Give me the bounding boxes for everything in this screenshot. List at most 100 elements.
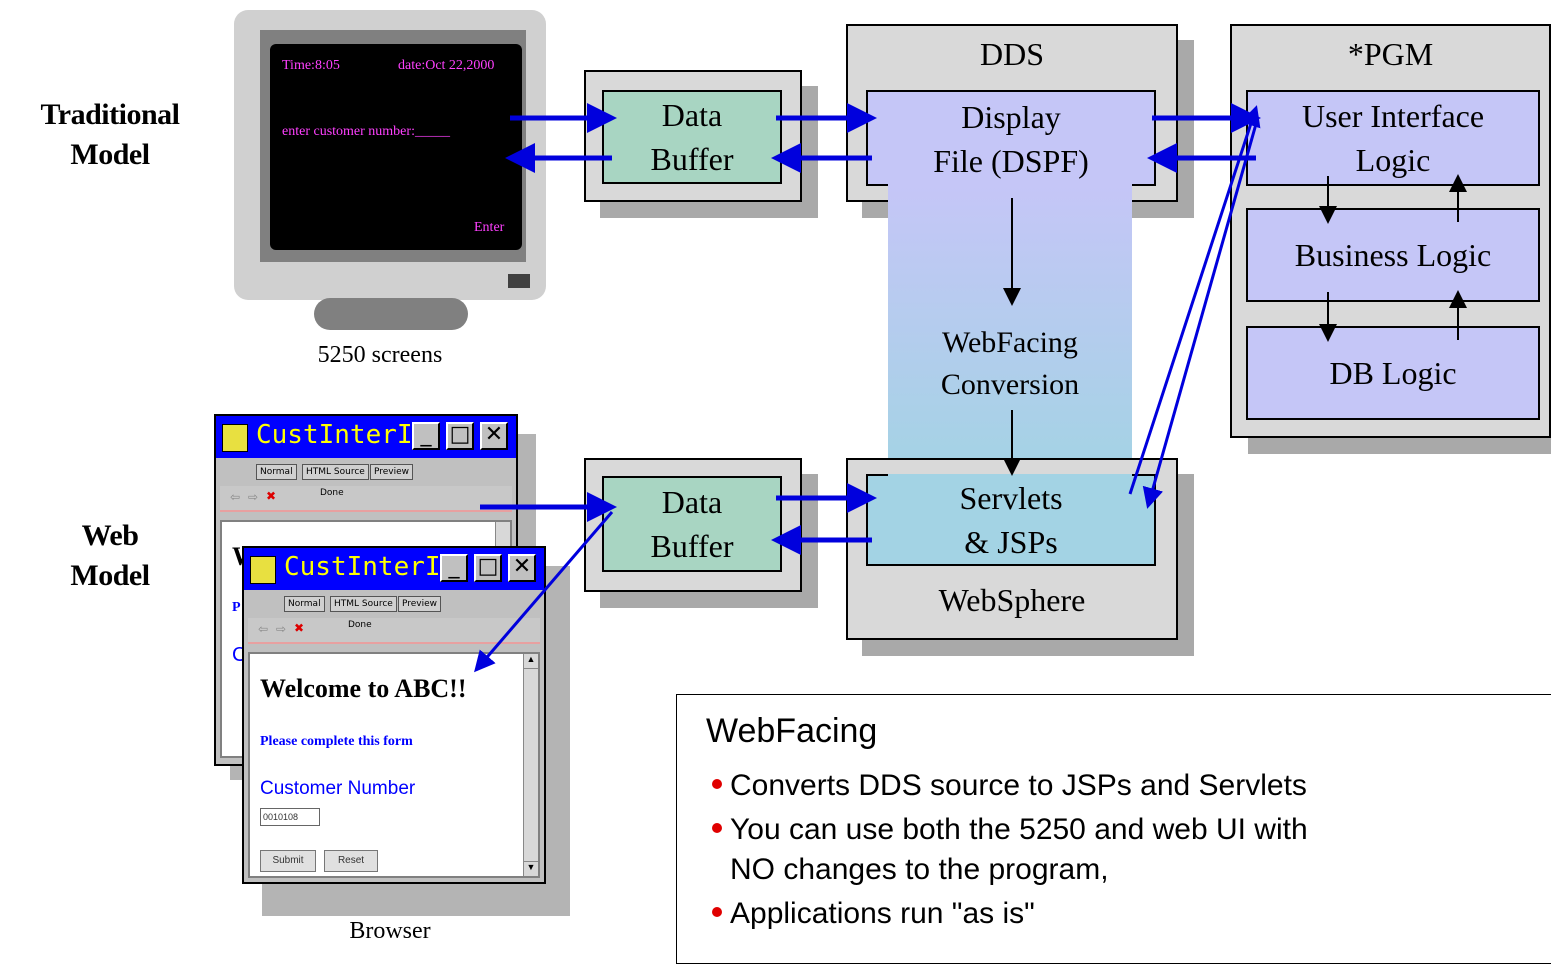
bullet-continuation: NO changes to the program, bbox=[712, 850, 1548, 890]
db-logic-box: DB Logic bbox=[1246, 326, 1540, 420]
terminal-power-light bbox=[508, 274, 530, 288]
display-file-line2: File (DSPF) bbox=[933, 143, 1089, 179]
terminal-enter: Enter bbox=[474, 220, 505, 235]
submit-button[interactable]: Submit bbox=[260, 850, 316, 872]
traditional-label-line1: Traditional bbox=[40, 98, 180, 131]
back-prompt-partial: P bbox=[232, 600, 241, 615]
db-logic-label: DB Logic bbox=[1329, 355, 1457, 391]
back-navbar: ⇦ ⇨ ✖ Done bbox=[220, 486, 512, 512]
business-logic-box: Business Logic bbox=[1246, 208, 1540, 302]
business-logic-label: Business Logic bbox=[1294, 237, 1492, 273]
logic-flow-arrows bbox=[1003, 174, 1467, 476]
display-file-bottom-right-border bbox=[1132, 184, 1156, 186]
back-arrow-icon[interactable]: ⇦ bbox=[258, 622, 269, 636]
display-file-bottom-left-border bbox=[866, 184, 888, 186]
traditional-label-line2: Model bbox=[70, 138, 150, 171]
tab-preview[interactable]: Preview bbox=[398, 596, 442, 612]
display-file-line1: Display bbox=[961, 99, 1061, 135]
front-navbar: ⇦ ⇨ ✖ Done bbox=[248, 618, 540, 644]
front-scrollbar[interactable]: ▲ ▼ bbox=[523, 654, 538, 876]
trad-buffer-line2: Buffer bbox=[650, 141, 734, 177]
servlets-line1: Servlets bbox=[959, 480, 1063, 516]
close-button[interactable]: ✕ bbox=[508, 554, 536, 582]
display-file-box: Display File (DSPF) bbox=[866, 90, 1156, 186]
terminal-caption: 5250 screens bbox=[317, 342, 443, 368]
scroll-down-icon[interactable]: ▼ bbox=[524, 861, 538, 876]
maximize-button[interactable]: □ bbox=[446, 422, 474, 450]
scroll-up-icon[interactable]: ▲ bbox=[524, 654, 538, 669]
customer-number-label: Customer Number bbox=[260, 778, 416, 799]
web-label-line2: Model bbox=[70, 559, 150, 592]
front-browser-window: CustInterI... _ □ ✕ Normal HTML Source P… bbox=[242, 546, 546, 884]
close-button[interactable]: ✕ bbox=[480, 422, 508, 450]
ui-logic-line1: User Interface bbox=[1301, 98, 1485, 134]
conversion-label: WebFacing Conversion bbox=[888, 322, 1132, 406]
forward-arrow-icon[interactable]: ⇨ bbox=[248, 490, 259, 504]
maximize-button[interactable]: □ bbox=[474, 554, 502, 582]
bullet-dot-icon bbox=[712, 907, 722, 918]
back-browser-titlebar: CustInterI... _ □ ✕ bbox=[216, 416, 516, 458]
front-content: ▲ ▼ Welcome to ABC!! Please complete thi… bbox=[248, 652, 540, 878]
bullet-item: Applications run "as is" bbox=[712, 894, 1548, 934]
ui-logic-line2: Logic bbox=[1355, 142, 1431, 178]
webfacing-bullets: Converts DDS source to JSPs and Servlets… bbox=[712, 766, 1548, 934]
web-buffer-line2: Buffer bbox=[650, 528, 734, 564]
tab-html-source[interactable]: HTML Source bbox=[330, 596, 397, 612]
traditional-model-label: Traditional Model bbox=[10, 95, 210, 175]
web-buffer-line1: Data bbox=[661, 484, 723, 520]
nav-status: Done bbox=[348, 620, 372, 630]
trad-data-buffer: Data Buffer bbox=[602, 90, 782, 184]
bullet-item: You can use both the 5250 and web UI wit… bbox=[712, 810, 1548, 850]
tab-normal[interactable]: Normal bbox=[256, 464, 297, 480]
pgm-title: *PGM bbox=[1347, 36, 1434, 72]
terminal-prompt: enter customer number:_____ bbox=[282, 124, 450, 139]
welcome-heading: Welcome to ABC!! bbox=[260, 674, 467, 703]
bullet-item: Converts DDS source to JSPs and Servlets bbox=[712, 766, 1548, 806]
bullet-dot-icon bbox=[712, 779, 722, 790]
form-prompt: Please complete this form bbox=[260, 734, 413, 749]
customer-number-field[interactable]: 0010108 bbox=[260, 808, 320, 826]
terminal-time: Time:8:05 bbox=[282, 58, 340, 73]
nav-status: Done bbox=[320, 488, 344, 498]
websphere-label: WebSphere bbox=[938, 582, 1086, 618]
tab-preview[interactable]: Preview bbox=[370, 464, 414, 480]
tab-normal[interactable]: Normal bbox=[284, 596, 325, 612]
conversion-line2: Conversion bbox=[940, 368, 1080, 401]
tab-html-source[interactable]: HTML Source bbox=[302, 464, 369, 480]
app-icon bbox=[222, 424, 248, 452]
app-icon bbox=[250, 556, 276, 584]
back-tabs: Normal HTML Source Preview bbox=[220, 462, 512, 480]
bullet-text: NO changes to the program, bbox=[730, 853, 1109, 886]
front-tabs: Normal HTML Source Preview bbox=[248, 594, 540, 612]
web-label-line1: Web bbox=[81, 519, 139, 552]
ui-logic-box: User Interface Logic bbox=[1246, 90, 1540, 186]
reset-button[interactable]: Reset bbox=[324, 850, 378, 872]
terminal-screen: Time:8:05 date:Oct 22,2000 enter custome… bbox=[270, 44, 522, 250]
traditional-flow-arrows bbox=[505, 103, 1261, 173]
web-model-label: Web Model bbox=[10, 516, 210, 596]
servlets-line2: & JSPs bbox=[964, 524, 1058, 560]
web-flow-arrows bbox=[480, 483, 877, 555]
bullet-dot-icon bbox=[712, 823, 722, 834]
dds-title: DDS bbox=[979, 36, 1044, 72]
conversion-line1: WebFacing bbox=[942, 326, 1078, 359]
conversion-column bbox=[888, 186, 1132, 476]
servlets-box: Servlets & JSPs bbox=[866, 474, 1156, 566]
web-data-buffer: Data Buffer bbox=[602, 476, 782, 572]
minimize-button[interactable]: _ bbox=[412, 422, 440, 450]
servlet-ui-arrows bbox=[474, 105, 1261, 673]
webfacing-title: WebFacing bbox=[706, 712, 878, 750]
terminal-date: date:Oct 22,2000 bbox=[398, 58, 495, 73]
forward-arrow-icon[interactable]: ⇨ bbox=[276, 622, 287, 636]
browser-caption: Browser bbox=[349, 918, 431, 944]
bullet-text: You can use both the 5250 and web UI wit… bbox=[730, 813, 1308, 846]
terminal-base bbox=[314, 298, 468, 330]
stop-icon[interactable]: ✖ bbox=[294, 621, 305, 635]
back-arrow-icon[interactable]: ⇦ bbox=[230, 490, 241, 504]
minimize-button[interactable]: _ bbox=[440, 554, 468, 582]
bullet-text: Converts DDS source to JSPs and Servlets bbox=[730, 769, 1307, 802]
front-browser-titlebar: CustInterI... _ □ ✕ bbox=[244, 548, 544, 590]
trad-buffer-line1: Data bbox=[661, 97, 723, 133]
stop-icon[interactable]: ✖ bbox=[266, 489, 277, 503]
